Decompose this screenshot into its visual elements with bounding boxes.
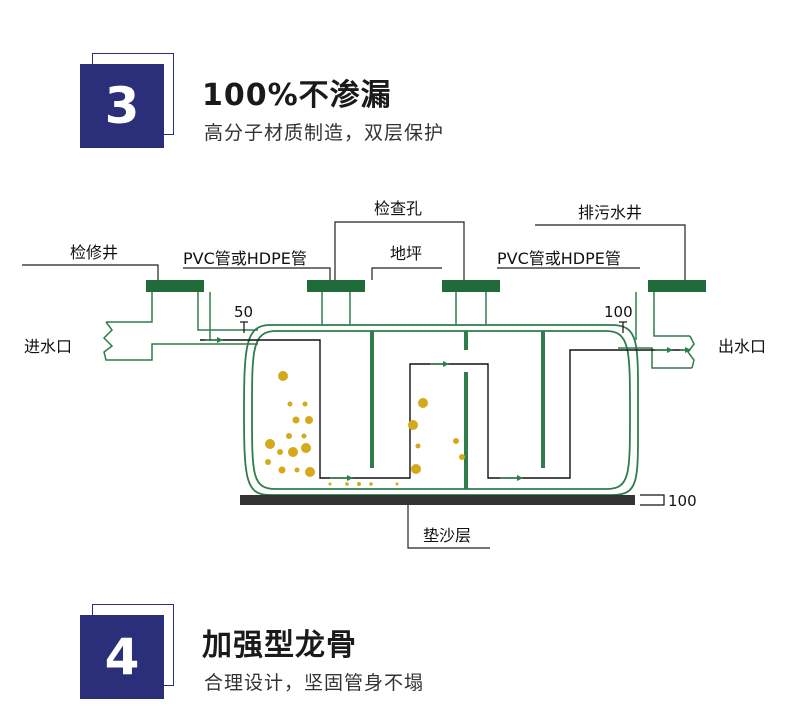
number-badge: 3	[80, 64, 164, 148]
number-badge: 4	[80, 615, 164, 699]
sand-cushion	[240, 495, 635, 505]
feature-section-3: 3 100%不渗漏 高分子材质制造，双层保护	[0, 0, 800, 170]
label-inlet: 进水口	[24, 337, 72, 356]
flow-path	[200, 339, 690, 479]
label-pipe-left: PVC管或HDPE管	[183, 249, 307, 268]
feature-section-4: 4 加强型龙骨 合理设计，坚固管身不塌	[0, 590, 800, 727]
label-ground: 地坪	[390, 244, 422, 263]
label-dim-base: 100	[668, 492, 697, 510]
flow-arrows	[205, 337, 691, 481]
label-cushion: 垫沙层	[423, 526, 471, 545]
baffles	[370, 331, 545, 489]
section-subtitle: 高分子材质制造，双层保护	[204, 122, 445, 144]
risers	[102, 292, 695, 369]
label-dim-outlet: 100	[604, 303, 633, 321]
label-sewage-well: 排污水井	[578, 203, 642, 222]
label-inspection-hole: 检查孔	[374, 199, 422, 218]
ground-slabs	[146, 280, 706, 292]
label-pipe-right: PVC管或HDPE管	[497, 249, 621, 268]
leader-lines	[22, 221, 686, 549]
dimension-marks	[240, 321, 665, 506]
sediment-bubbles	[265, 371, 465, 486]
label-outlet: 出水口	[718, 337, 766, 356]
label-dim-inlet: 50	[234, 303, 253, 321]
section-title: 100%不渗漏	[202, 78, 392, 113]
section-subtitle: 合理设计，坚固管身不塌	[204, 672, 425, 694]
label-inspection-well: 检修井	[70, 243, 118, 262]
section-title: 加强型龙骨	[202, 628, 357, 663]
